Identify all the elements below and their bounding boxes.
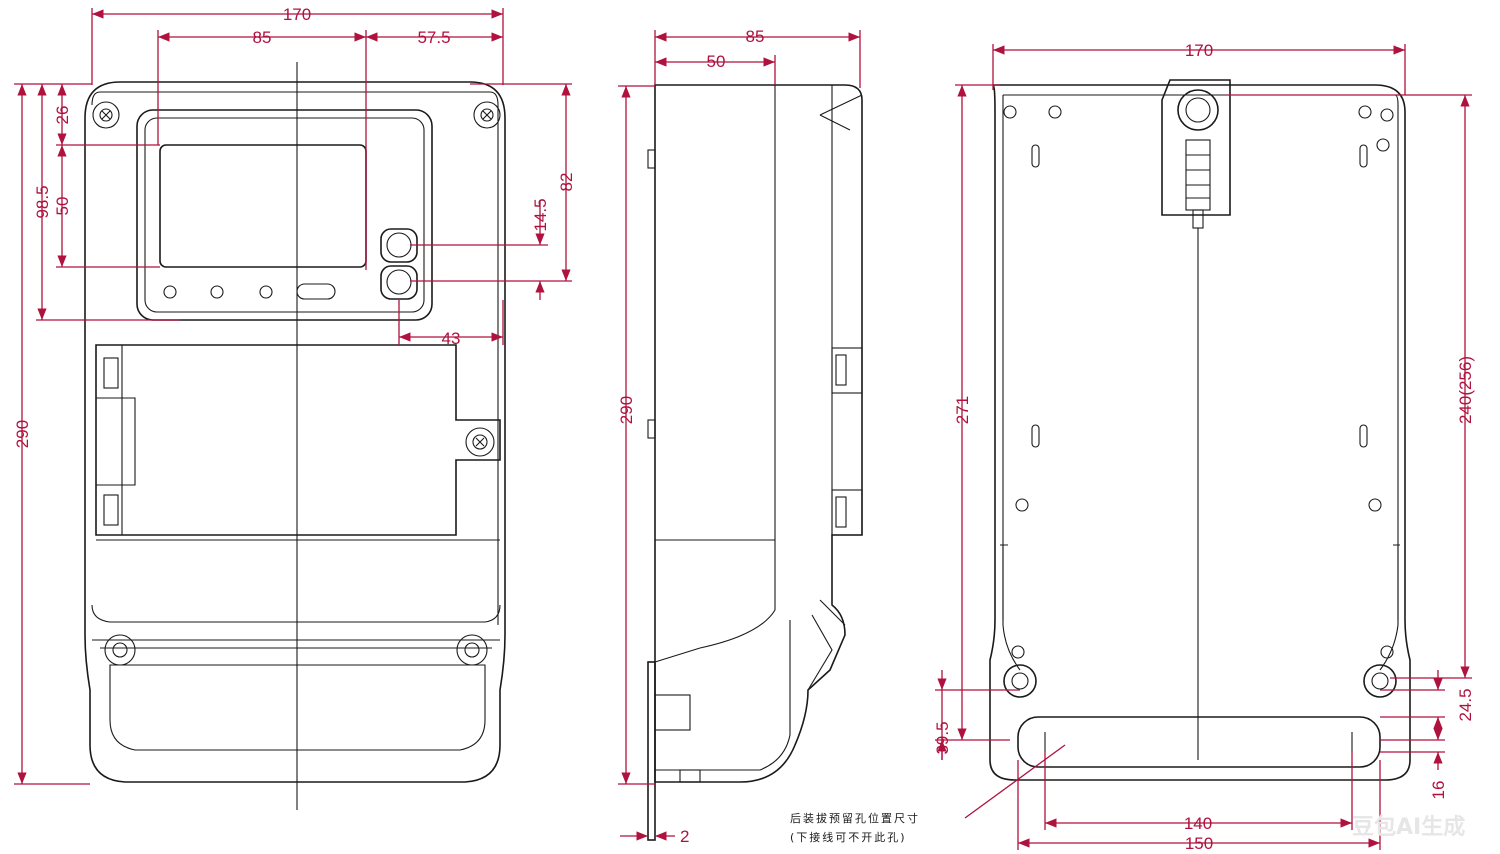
dim-display-height: 50 xyxy=(53,197,72,216)
dim-slot-height: 16 xyxy=(1429,781,1448,800)
dim-top-offset: 26 xyxy=(53,106,72,125)
front-view: 170 85 57.5 290 98.5 26 50 82 14.5 43 xyxy=(13,5,576,810)
dim-button-offset: 43 xyxy=(442,329,461,348)
dim-display-top: 98.5 xyxy=(33,185,52,218)
front-outline xyxy=(84,81,506,783)
dim-side-depth: 85 xyxy=(746,27,765,46)
dim-plate-thickness: 2 xyxy=(680,827,689,846)
note-line-1: 后装拔预留孔位置尺寸 xyxy=(790,811,920,825)
rear-view: 170 271 240(256) 39.5 24.5 16 140 150 后装… xyxy=(790,41,1475,853)
mount-hole-right-icon xyxy=(1363,664,1397,698)
dim-slot-inner: 140 xyxy=(1184,814,1212,833)
dim-front-height: 290 xyxy=(13,420,32,448)
watermark: 豆包AI生成 xyxy=(1352,814,1465,840)
dim-rear-width: 170 xyxy=(1185,41,1213,60)
indicator-led-icon xyxy=(259,285,273,299)
dim-slot-offset: 24.5 xyxy=(1456,688,1475,721)
terminal-cover xyxy=(95,344,501,536)
lcd-window xyxy=(159,144,367,268)
ir-port-icon xyxy=(296,283,336,300)
note-leader xyxy=(964,744,1066,819)
rear-wiring-slot xyxy=(1017,716,1381,768)
screw-mid-right-icon xyxy=(465,427,495,457)
dim-button-spacing: 14.5 xyxy=(531,198,550,231)
display-bezel xyxy=(136,109,433,321)
dim-buttons-height: 82 xyxy=(557,173,576,192)
side-outline xyxy=(654,84,863,783)
dim-slot-outer: 150 xyxy=(1185,834,1213,853)
dim-front-width: 170 xyxy=(283,5,311,24)
mount-hole-left-icon xyxy=(1003,664,1037,698)
dim-offset-right: 57.5 xyxy=(417,28,450,47)
button-down-icon xyxy=(380,265,418,300)
indicator-led-icon xyxy=(163,285,177,299)
dim-front-depth: 50 xyxy=(707,52,726,71)
side-view: 85 50 290 2 xyxy=(617,27,863,846)
hanging-hook-icon xyxy=(1161,79,1231,229)
dim-rear-height: 271 xyxy=(953,396,972,424)
dim-bottom-hole: 39.5 xyxy=(933,721,952,754)
note-line-2: (下接线可不开此孔) xyxy=(790,830,907,844)
dim-side-height: 290 xyxy=(617,396,636,424)
screw-top-left-icon xyxy=(92,101,120,129)
screw-top-right-icon xyxy=(473,101,501,129)
dim-display-width: 85 xyxy=(253,28,272,47)
mounting-plate xyxy=(647,661,656,841)
rear-outline xyxy=(989,84,1411,781)
dim-hole-spacing: 240(256) xyxy=(1456,356,1475,424)
indicator-led-icon xyxy=(210,285,224,299)
